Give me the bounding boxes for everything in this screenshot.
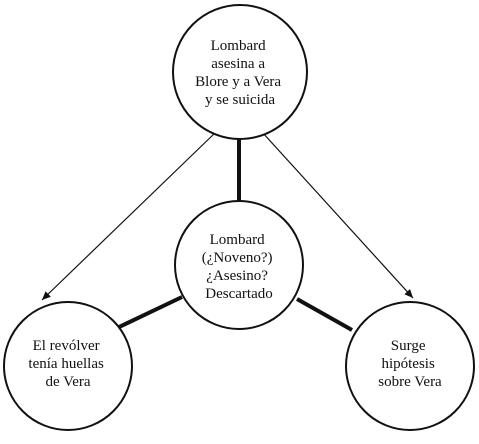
node-top: Lombard asesina a Blore y a Vera y se su… (172, 4, 308, 140)
svg-text:Lombard asesina a: Lombard asesina a Blore y a Vera y se su… (195, 38, 285, 108)
arrow-top-to-left (41, 131, 217, 301)
node-right-line-2: hipótesis (381, 356, 434, 372)
node-left-line-3: de Vera (45, 374, 90, 390)
node-top-line-4: y se suicida (205, 92, 275, 108)
svg-text:Lombard (¿Noveno?): Lombard (¿Noveno?) ¿Asesino? Descartado (202, 232, 277, 302)
connector-center-right (296, 297, 353, 332)
node-top-line-3: Blore y a Vera (195, 74, 281, 90)
node-right: Surge hipótesis sobre Vera (345, 301, 475, 431)
node-right-line-3: sobre Vera (378, 374, 442, 390)
node-center: Lombard (¿Noveno?) ¿Asesino? Descartado (174, 200, 304, 330)
svg-text:Surge hipótesis so: Surge hipótesis sobre Vera (378, 338, 442, 390)
node-top-line-2: asesina a (211, 56, 265, 72)
svg-text:El revólver tenía huella: El revólver tenía huellas de Vera (28, 338, 107, 390)
connector-center-left (116, 295, 183, 330)
node-center-line-2: (¿Noveno?) (202, 250, 273, 266)
node-center-line-1: Lombard (210, 232, 265, 248)
node-center-line-4: Descartado (205, 286, 272, 302)
node-left: El revólver tenía huellas de Vera (3, 301, 133, 431)
node-left-line-1: El revólver (33, 338, 100, 354)
node-top-line-1: Lombard (211, 38, 266, 54)
arrow-top-to-right (261, 131, 414, 299)
node-right-line-1: Surge (391, 338, 426, 354)
node-center-line-3: ¿Asesino? (206, 268, 268, 284)
node-left-line-2: tenía huellas (28, 356, 104, 372)
